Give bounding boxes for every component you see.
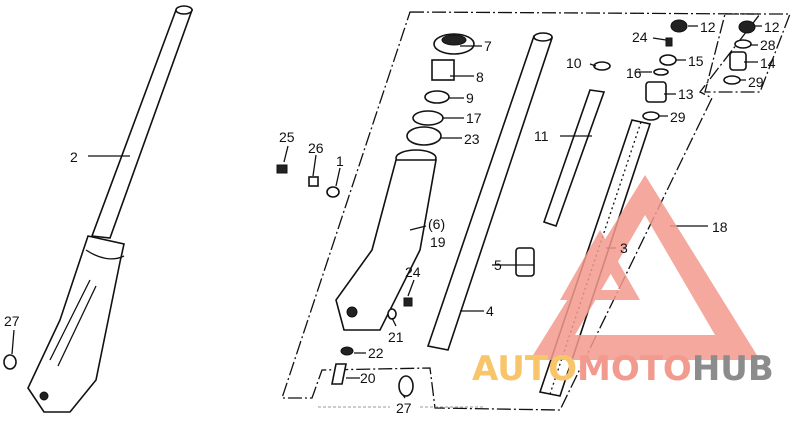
part-17 [412, 110, 444, 126]
callout-22: 22 [368, 345, 384, 361]
callout-15: 15 [688, 53, 704, 69]
callout-29-a: 29 [670, 109, 686, 125]
bolt-20 [331, 363, 347, 385]
callout-13: 13 [678, 86, 694, 102]
bolt-25 [276, 164, 288, 174]
group-outline [281, 11, 762, 411]
washer-27-left [3, 354, 17, 370]
oring-29 [642, 111, 660, 121]
washer-27-bottom [398, 375, 414, 397]
washer-28 [734, 39, 752, 49]
oring-16 [653, 68, 669, 76]
subgroup-outline [704, 13, 791, 93]
callout-24-mid: 24 [405, 264, 421, 280]
callout-23: 23 [464, 131, 480, 147]
watermark-moto: MOTO [577, 349, 692, 389]
bolt-24 [665, 37, 673, 47]
washer-15 [659, 54, 677, 66]
callout-19: 19 [430, 234, 446, 250]
part-23 [406, 126, 442, 146]
callout-24-top: 24 [632, 29, 648, 45]
watermark-text: AUTOMOTOHUB [472, 349, 774, 389]
callout-6: (6) [428, 216, 445, 232]
callout-29-b: 29 [748, 74, 764, 90]
cap-12 [670, 19, 688, 33]
callout-21: 21 [388, 329, 404, 345]
part-13 [645, 81, 667, 103]
part-14 [729, 51, 747, 71]
callout-20: 20 [360, 370, 376, 386]
callout-27-bottom: 27 [396, 400, 412, 416]
washer-26 [308, 176, 319, 187]
fork-assembly-left [27, 5, 194, 413]
clip-10 [593, 61, 611, 71]
callout-12-a: 12 [700, 19, 716, 35]
damper-rod-11 [542, 89, 606, 228]
callout-1: 1 [336, 153, 344, 169]
watermark-hub: HUB [692, 349, 774, 389]
callout-2: 2 [70, 149, 78, 165]
part-9 [424, 90, 450, 104]
callout-7: 7 [484, 38, 492, 54]
callout-4: 4 [486, 303, 494, 319]
watermark-logo [530, 175, 760, 360]
callout-14: 14 [760, 55, 776, 71]
callout-17: 17 [466, 110, 482, 126]
fork-slider-19 [335, 149, 437, 331]
washer-22 [340, 346, 354, 356]
part-8 [431, 59, 455, 81]
callout-27-left: 27 [4, 313, 20, 329]
watermark-auto: AUTO [472, 349, 577, 389]
cap-12b [738, 20, 756, 34]
callout-10: 10 [566, 55, 582, 71]
callout-12-b: 12 [764, 19, 780, 35]
callout-28: 28 [760, 37, 776, 53]
callout-11: 11 [534, 128, 549, 144]
callout-5: 5 [494, 257, 502, 273]
callout-16: 16 [626, 65, 642, 81]
callout-8: 8 [476, 69, 484, 85]
callout-25: 25 [279, 129, 295, 145]
spring-5 [515, 247, 535, 277]
callout-3: 3 [620, 240, 628, 256]
callout-9: 9 [466, 90, 474, 106]
callout-18: 18 [712, 219, 728, 235]
bolt-24-mid [403, 297, 413, 307]
callout-26: 26 [308, 140, 324, 156]
clip-1 [326, 186, 340, 198]
washer-21 [387, 308, 397, 320]
oring-29b [723, 75, 741, 85]
